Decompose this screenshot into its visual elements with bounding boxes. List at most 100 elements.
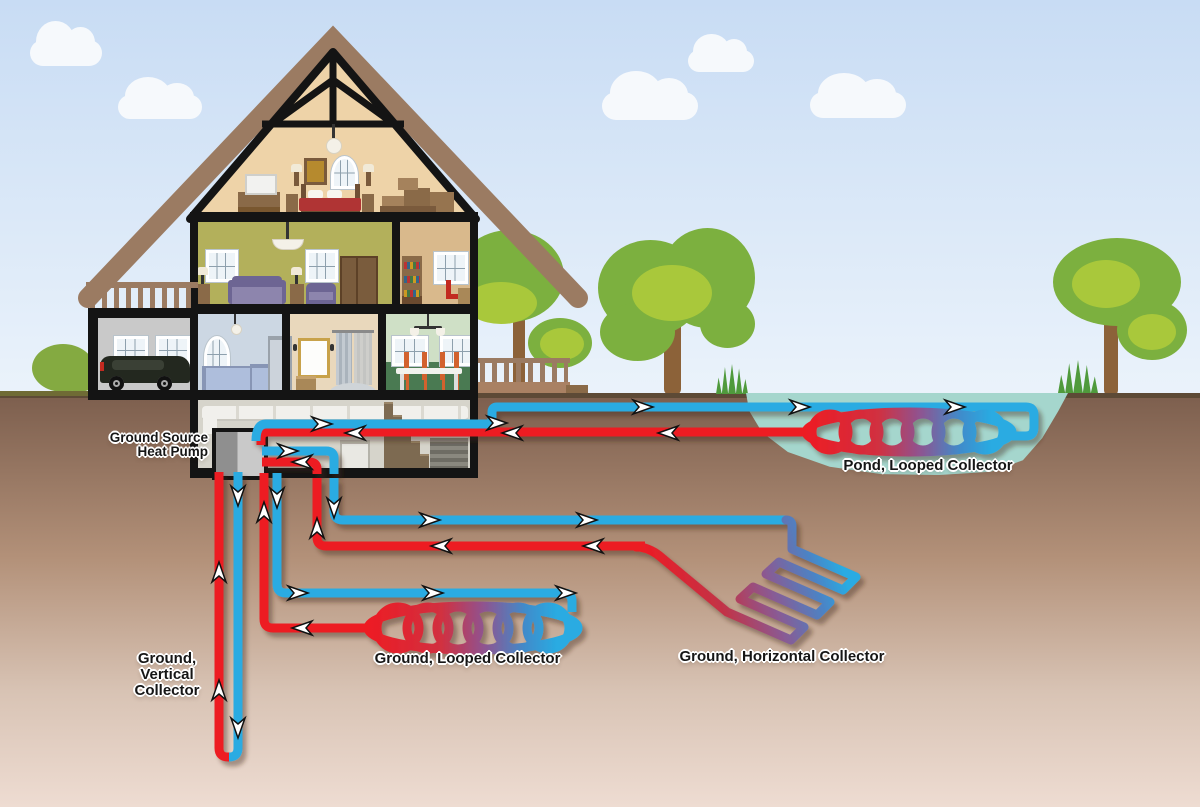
chair-legs <box>402 370 412 390</box>
vertical-label-line1: Ground, <box>137 650 197 667</box>
sofa <box>232 287 282 304</box>
interior-wall <box>378 314 386 394</box>
nightstand <box>362 194 374 214</box>
garage-window <box>114 336 148 364</box>
cloud <box>688 33 754 72</box>
armchair-seat <box>309 292 333 300</box>
deck-step <box>566 385 588 393</box>
dining-window <box>392 336 428 366</box>
office-chair-seat <box>446 294 460 299</box>
ground-looped-collector-label: Ground, Looped Collector <box>374 650 561 667</box>
suv-wheel <box>157 376 172 391</box>
stair-step <box>384 402 393 468</box>
right-wall <box>470 219 478 478</box>
hvac-duct <box>202 406 468 421</box>
dining-chair <box>422 352 427 380</box>
lamp-stem <box>366 170 371 186</box>
foundation-beam <box>88 390 478 400</box>
pendant-cord <box>286 219 289 239</box>
heat-pump-label: Ground Source Heat Pump <box>88 431 208 459</box>
shower-basin <box>330 383 376 392</box>
left-wall <box>190 219 198 478</box>
table-leg <box>400 374 404 391</box>
interior-wall <box>282 314 290 394</box>
ground-vertical-collector-label: Ground, Vertical Collector <box>122 651 212 699</box>
wardrobe-door-split <box>356 258 358 304</box>
picture-frame <box>304 158 327 185</box>
lamp-stem <box>295 274 298 284</box>
ground-surface-line <box>0 393 1200 398</box>
pendant-cord <box>234 314 236 324</box>
dining-chair <box>454 352 459 380</box>
cloud <box>602 71 698 120</box>
dining-chair <box>440 352 445 380</box>
pendant-lamp <box>326 138 342 154</box>
deck-balusters <box>480 363 568 382</box>
stair-step <box>393 415 402 468</box>
chandelier-stem <box>427 314 429 327</box>
tv <box>245 174 277 195</box>
table-lamp <box>291 267 302 275</box>
mirror <box>298 338 330 378</box>
bath-table <box>296 376 316 390</box>
second-floor-beam <box>190 304 478 314</box>
dresser <box>238 192 280 214</box>
books <box>404 290 420 297</box>
storage-box <box>380 206 436 214</box>
chandelier-shade <box>436 328 445 336</box>
garage-roof-beam <box>88 308 198 318</box>
suv-windows <box>112 360 164 370</box>
garage-wall <box>88 308 98 400</box>
stair-step <box>420 454 429 468</box>
pillow <box>308 190 323 199</box>
suv-wheel <box>109 376 124 391</box>
deck-floor <box>478 382 570 393</box>
chair-legs <box>420 370 430 390</box>
sconce <box>330 344 334 351</box>
storage-box <box>430 192 454 214</box>
deck-rail <box>478 358 570 363</box>
lamp-stem <box>294 170 299 186</box>
cloud <box>118 77 202 119</box>
shower-rod <box>332 330 374 333</box>
dining-chair <box>404 352 409 380</box>
interior-wall <box>392 219 400 309</box>
chair-legs <box>438 370 448 390</box>
window <box>306 250 338 282</box>
balcony-balusters <box>90 288 194 308</box>
side-table <box>196 284 210 304</box>
chandelier-shade <box>410 328 419 336</box>
window <box>434 252 468 284</box>
books <box>404 262 420 269</box>
sconce <box>293 344 297 351</box>
pendant-cord <box>332 124 335 138</box>
window <box>206 250 238 282</box>
attic-window <box>331 156 358 189</box>
hvac-duct-elbow <box>203 408 217 434</box>
stair-step <box>411 441 420 468</box>
lamp-stem <box>201 274 204 284</box>
heat-pump-label-line2: Heat Pump <box>137 444 208 459</box>
attic-floor-beam <box>190 212 478 222</box>
storage-box <box>398 178 418 190</box>
ground-horizontal-collector-label: Ground, Horizontal Collector <box>679 648 885 665</box>
sofa-arm <box>278 280 286 304</box>
suv-taillight <box>100 362 104 371</box>
dining-table <box>396 368 462 374</box>
sofa-back <box>232 276 282 288</box>
shower-curtain <box>354 333 372 385</box>
cloud <box>810 72 906 118</box>
heat-pump-label-line1: Ground Source <box>109 430 208 445</box>
table-leg <box>454 374 458 391</box>
lamp-shade <box>291 164 302 172</box>
table-lamp <box>197 267 208 275</box>
cloud <box>30 20 102 66</box>
lamp-shade <box>363 164 374 172</box>
balcony-rail <box>86 282 198 288</box>
vertical-label-line2: Vertical <box>140 666 194 683</box>
stair-step <box>402 428 411 468</box>
books <box>404 276 420 283</box>
shower-curtain <box>336 333 352 385</box>
pond-looped-collector-label: Pond, Looped Collector <box>843 457 1013 474</box>
